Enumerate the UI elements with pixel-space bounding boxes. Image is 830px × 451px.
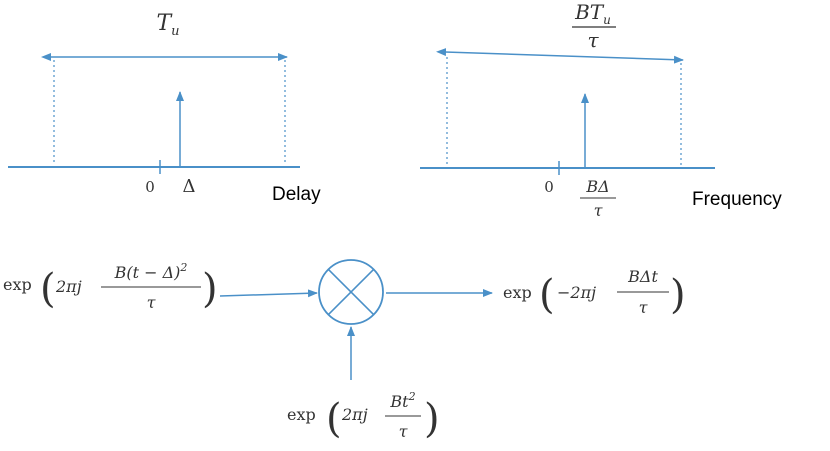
mixer-block: exp ( 2πj B(t − Δ)2 τ ) exp ( 2πj Bt2 τ … [3, 259, 686, 442]
freq-span-arrow [436, 48, 684, 64]
input-bottom-close-paren: ) [424, 396, 440, 442]
delay-origin-label: 0 [145, 178, 155, 196]
output-prefix: −2πj [557, 283, 596, 302]
input-bottom-denominator: τ [399, 422, 409, 441]
delay-panel: Tu 0 Δ Delay [8, 11, 321, 205]
frequency-panel: BTu τ 0 BΔ τ Frequency [420, 0, 782, 220]
input-left-close-paren: ) [202, 266, 218, 312]
freq-origin-label: 0 [544, 178, 554, 196]
multiplier-cross-line [327, 268, 375, 316]
output-open-paren: ( [539, 272, 555, 318]
input-bottom-prefix: 2πj [341, 405, 368, 424]
input-left-numerator: B(t − Δ)2 [114, 261, 188, 282]
delay-span-label: Tu [156, 11, 179, 39]
input-left-open-paren: ( [40, 266, 56, 312]
input-left-func: exp [3, 275, 32, 294]
input-bottom-open-paren: ( [326, 396, 342, 442]
output-expression: exp ( −2πj BΔt τ ) [503, 267, 686, 318]
input-left-arrow [219, 289, 318, 298]
output-close-paren: ) [670, 272, 686, 318]
freq-axis-name: Frequency [692, 189, 782, 210]
delay-axis-name: Delay [272, 184, 321, 205]
delay-tick-label: Δ [183, 176, 196, 197]
output-func: exp [503, 283, 532, 302]
input-bottom-numerator: Bt2 [389, 390, 415, 411]
input-left-denominator: τ [147, 293, 157, 312]
freq-span-label-den: τ [587, 28, 599, 52]
input-bottom-func: exp [287, 405, 316, 424]
input-left-prefix: 2πj [55, 277, 82, 296]
input-left-expression: exp ( 2πj B(t − Δ)2 τ ) [3, 261, 218, 312]
output-numerator: BΔt [627, 267, 658, 286]
freq-span-label-num: BTu [574, 0, 611, 27]
input-bottom-expression: exp ( 2πj Bt2 τ ) [287, 390, 440, 442]
freq-tick-label-den: τ [594, 201, 604, 220]
output-denominator: τ [639, 298, 649, 317]
freq-tick-label-num: BΔ [585, 177, 609, 196]
